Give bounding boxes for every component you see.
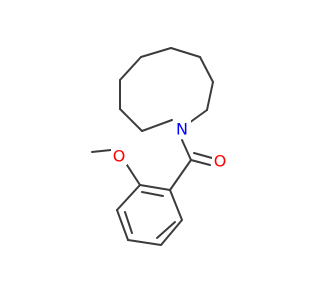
nitrogen-atom-label: N [176, 120, 188, 139]
azocane-ring [119, 47, 214, 132]
molecule-canvas: N O O [91, 47, 228, 246]
nitrogen-label-bg [173, 120, 191, 138]
methoxy-oxygen-label-bg [111, 147, 127, 165]
benzene-ring [116, 184, 183, 246]
ring-bond [169, 189, 183, 221]
carbonyl-double-bond [190, 152, 213, 166]
ring-bond [119, 108, 143, 132]
ring-bond [119, 56, 142, 81]
methoxy-oxygen-atom-label: O [113, 147, 126, 166]
ring-bond [116, 209, 129, 241]
carbonyl-oxygen-label-bg [212, 152, 228, 170]
aryl-carbonyl-bond [169, 159, 192, 191]
methyl-bond [91, 149, 112, 153]
aromatic-inner-bond [141, 191, 164, 197]
ring-bond [140, 47, 172, 58]
ring-bond [160, 219, 183, 246]
ring-bond [127, 239, 162, 246]
amide-bond [181, 139, 192, 161]
double-bond-line [190, 159, 211, 166]
aryl-ether-bond [126, 164, 141, 186]
ring-bond [139, 184, 171, 191]
ring-bond [116, 184, 141, 211]
aromatic-inner-bond [124, 211, 133, 234]
ring-bond [188, 109, 208, 124]
double-bond-line [193, 152, 213, 159]
ring-bond [199, 56, 214, 83]
ring-bond [206, 81, 214, 111]
structure-diagram: N O O [91, 47, 228, 246]
ring-bond [170, 47, 201, 58]
aromatic-inner-bond [156, 221, 176, 239]
carbonyl-oxygen-atom-label: O [214, 152, 227, 171]
ring-bond [141, 119, 173, 132]
